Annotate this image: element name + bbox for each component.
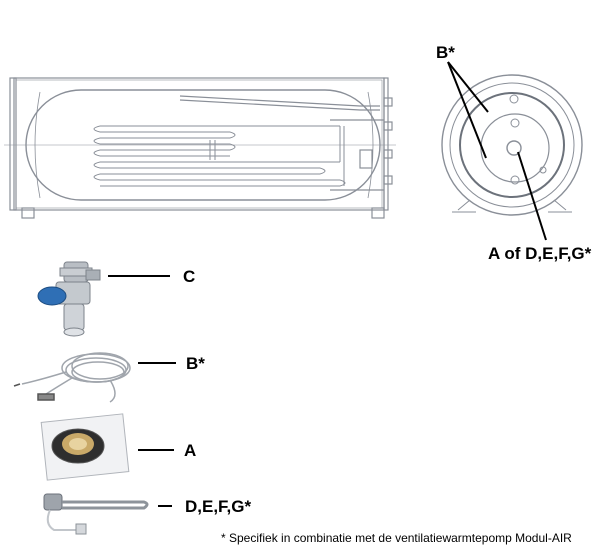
label-c: C: [183, 267, 195, 286]
safety-valve-image: [37, 261, 101, 337]
callout-a-or-defg: A of D,E,F,G*: [488, 244, 592, 263]
heating-element-image: [43, 493, 149, 535]
callout-b-star-top: B*: [436, 43, 455, 62]
temperature-sensor-cable-image: [13, 352, 131, 403]
front-view-callout-lines: [447, 61, 547, 241]
label-b: B*: [186, 354, 205, 373]
flange-in-bag-image: [40, 413, 130, 481]
tank-side-view: [4, 77, 396, 219]
label-defg: D,E,F,G*: [185, 497, 252, 516]
footnote: * Specifiek in combinatie met de ventila…: [221, 531, 572, 545]
tank-front-view: [441, 74, 583, 216]
label-a: A: [184, 441, 196, 460]
